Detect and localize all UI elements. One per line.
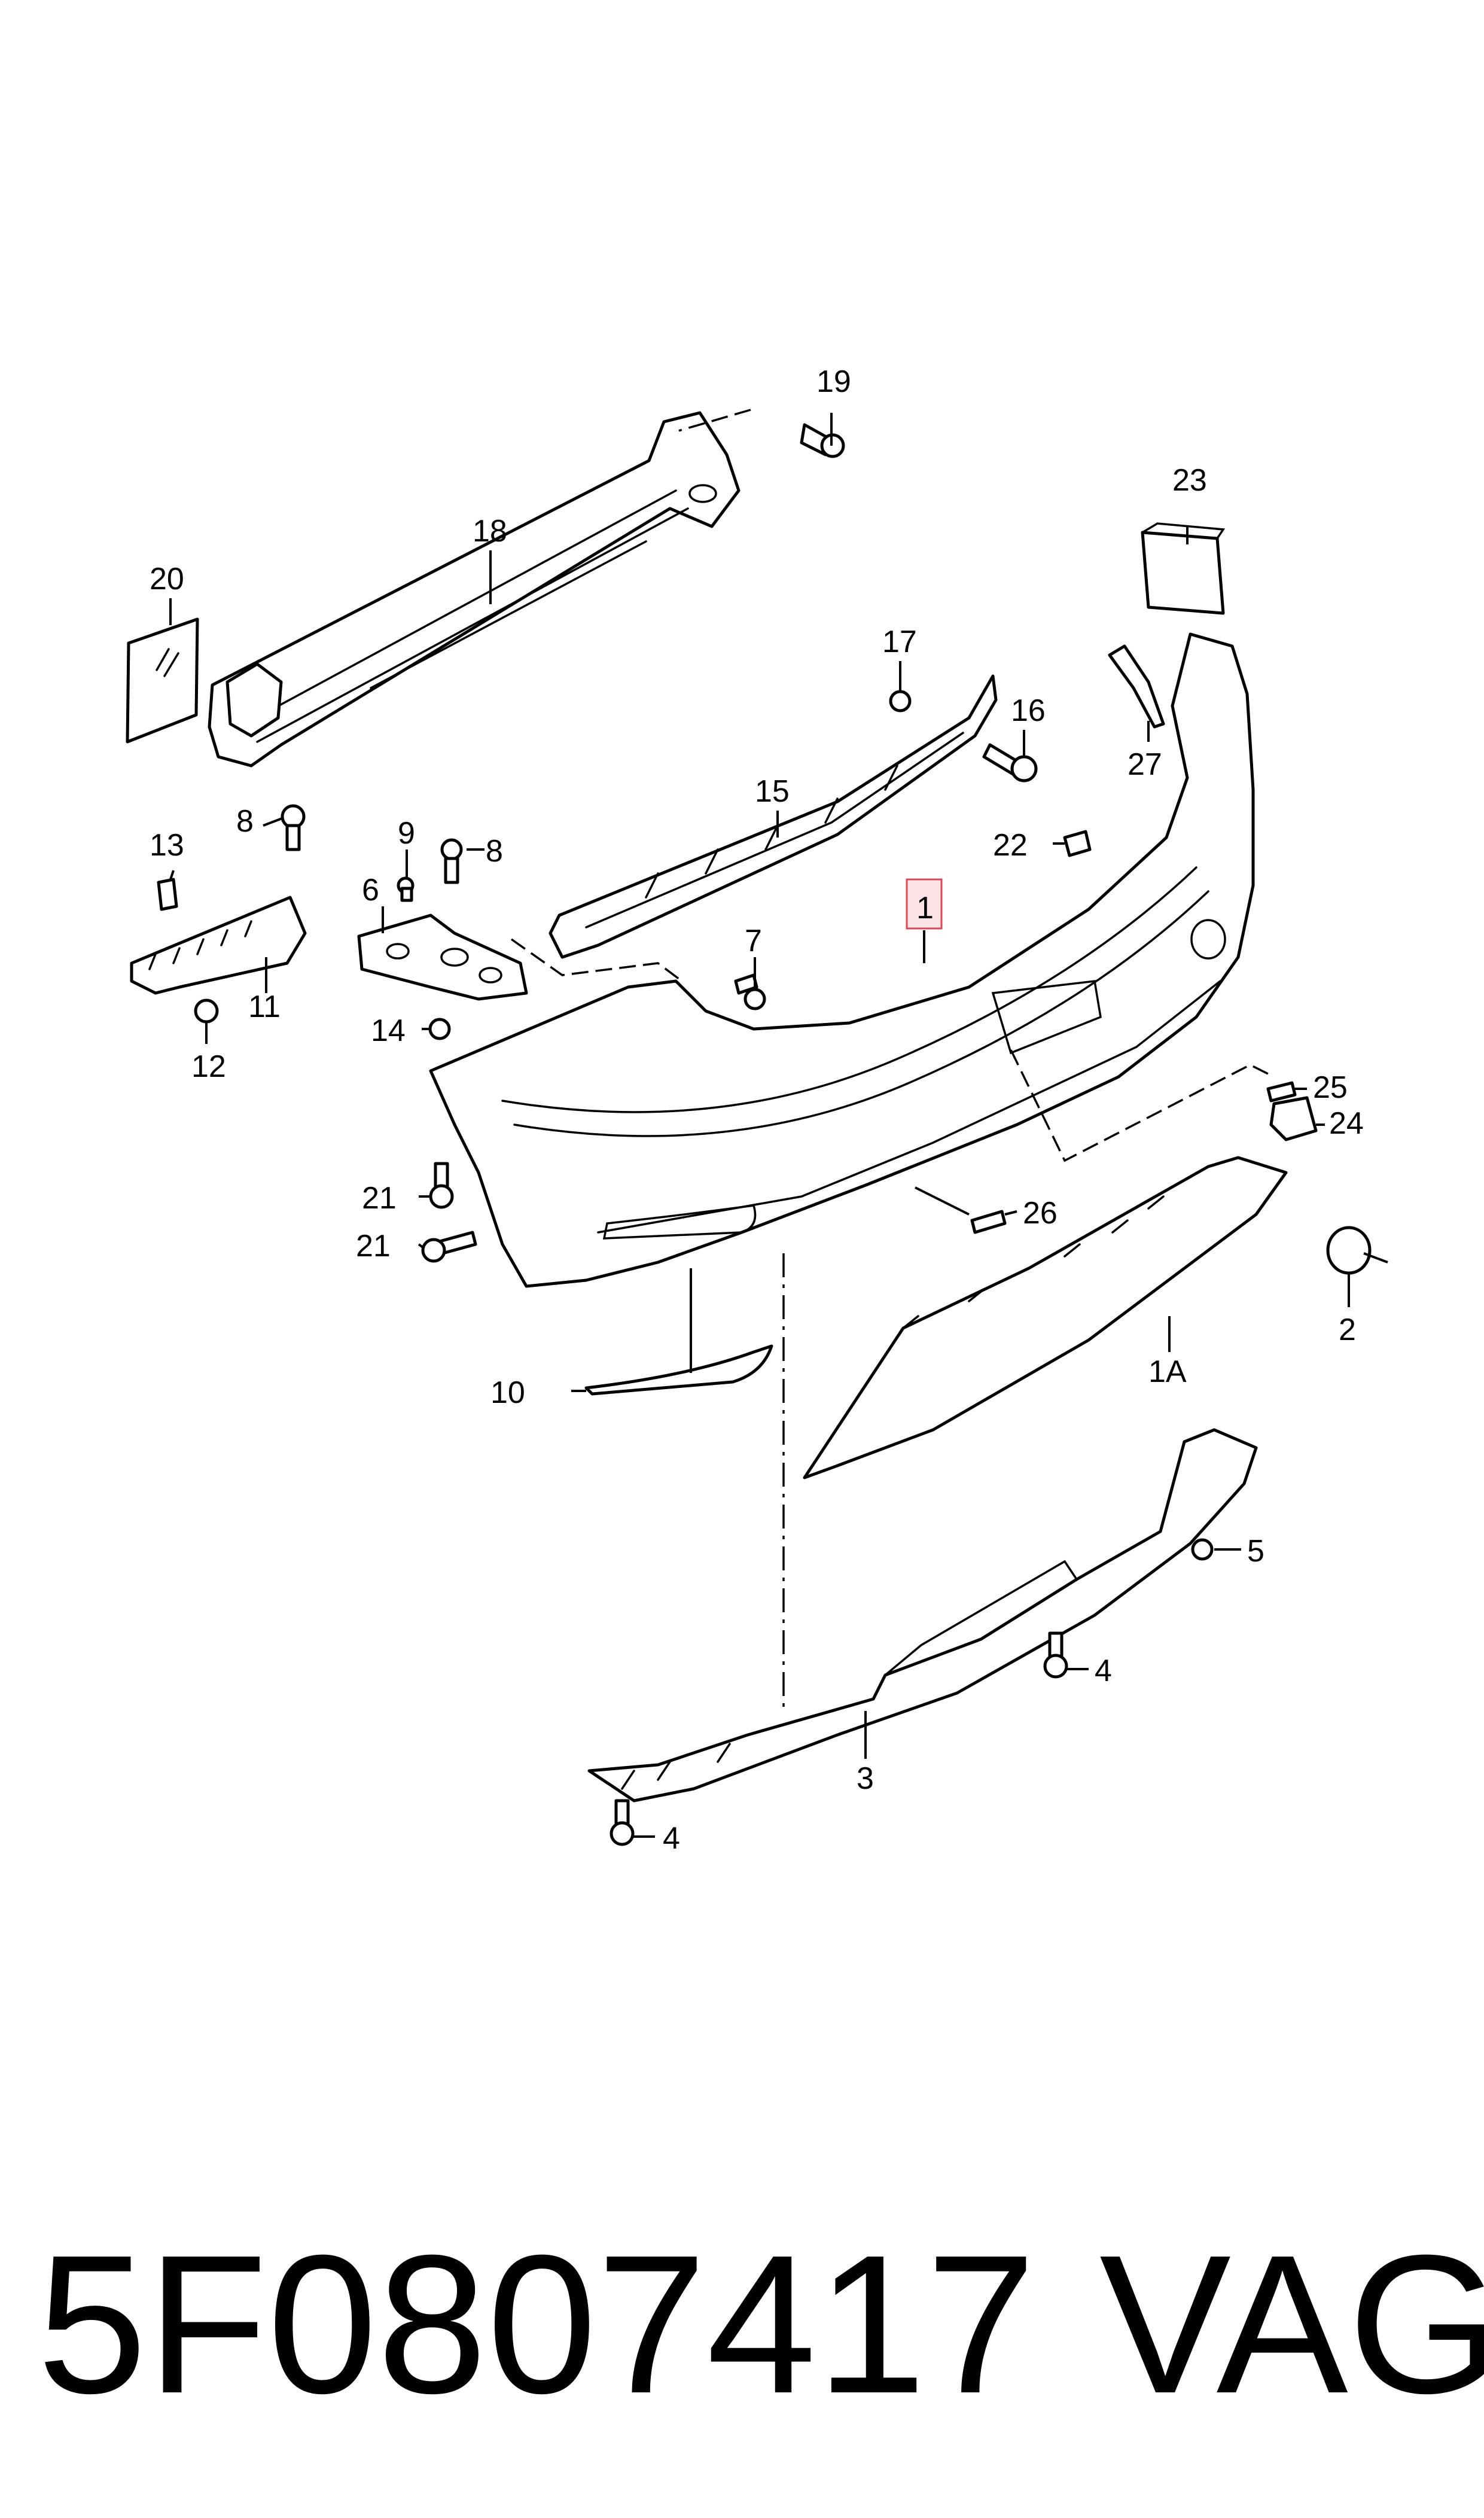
callout-12: 12 (191, 1049, 226, 1084)
sensor-holder-24 (1269, 1096, 1318, 1141)
callout-8-right: 8 (486, 834, 503, 869)
callout-4-right: 4 (1095, 1654, 1112, 1688)
assembly-line-upper (510, 409, 751, 982)
callout-1A: 1A (1148, 1354, 1187, 1389)
callout-24: 24 (1329, 1106, 1364, 1141)
bolt-19 (800, 423, 845, 458)
callout-22: 22 (993, 828, 1028, 863)
callout-23: 23 (1172, 463, 1207, 498)
guide-bracket (548, 674, 998, 959)
bolt-7 (734, 973, 766, 1010)
bolt-4-right (1043, 1631, 1068, 1679)
reinforcement-bar (208, 411, 741, 768)
clip-26 (970, 1210, 1007, 1234)
clip-5 (1191, 1538, 1214, 1561)
side-bracket-left (130, 804, 307, 1024)
label-plate (126, 617, 199, 744)
bolt-4-left (610, 1799, 635, 1846)
part-number: 5F0807417 (37, 2213, 1036, 2434)
callout-4-left: 4 (663, 1821, 680, 1856)
callout-21-upper: 21 (362, 1181, 397, 1216)
callout-2: 2 (1339, 1313, 1356, 1347)
callout-13: 13 (150, 828, 184, 863)
callout-9: 9 (398, 816, 415, 851)
reflector-trim (584, 1344, 773, 1396)
highlight-box (906, 878, 943, 930)
tow-eye-cover (1326, 1226, 1372, 1275)
callout-11: 11 (248, 989, 281, 1024)
callout-19: 19 (816, 364, 851, 399)
callout-8-left: 8 (236, 804, 254, 839)
callout-labels: 1 1A 2 3 4 4 5 6 7 8 8 9 10 11 12 13 14 … (150, 364, 1364, 1856)
callout-20: 20 (150, 562, 184, 596)
callout-27: 27 (1128, 747, 1162, 782)
leader-lines (169, 413, 1388, 1838)
callout-10: 10 (490, 1375, 525, 1410)
callout-26: 26 (1023, 1196, 1058, 1231)
clip-17 (889, 690, 912, 713)
clip-25 (1266, 1081, 1297, 1103)
callout-6: 6 (362, 873, 379, 908)
callout-5: 5 (1247, 1534, 1264, 1569)
bumper-cover (429, 632, 1255, 1288)
diffuser (587, 1428, 1258, 1803)
bolt-21-upper (429, 1162, 454, 1209)
callout-18: 18 (473, 514, 507, 549)
side-bracket-right (357, 838, 528, 1001)
callout-14: 14 (371, 1013, 406, 1048)
callout-1: 1 (916, 891, 934, 925)
callout-7: 7 (745, 924, 762, 958)
trim-strip-27 (1108, 644, 1165, 729)
lower-trim-panel (803, 1156, 1288, 1479)
clip-22 (1063, 830, 1092, 857)
nut-14 (428, 1018, 451, 1040)
callout-21-lower: 21 (356, 1229, 391, 1263)
callout-16: 16 (1011, 693, 1046, 728)
bolt-21-lower (421, 1231, 477, 1263)
brand-name: VAG (1099, 2213, 1484, 2434)
callout-15: 15 (755, 774, 790, 809)
callout-25: 25 (1313, 1070, 1348, 1105)
assembly-line-right (1010, 1049, 1275, 1162)
control-module (1141, 531, 1225, 615)
bolt-16 (982, 743, 1038, 783)
callout-17: 17 (882, 625, 917, 659)
callout-3: 3 (857, 1761, 874, 1796)
